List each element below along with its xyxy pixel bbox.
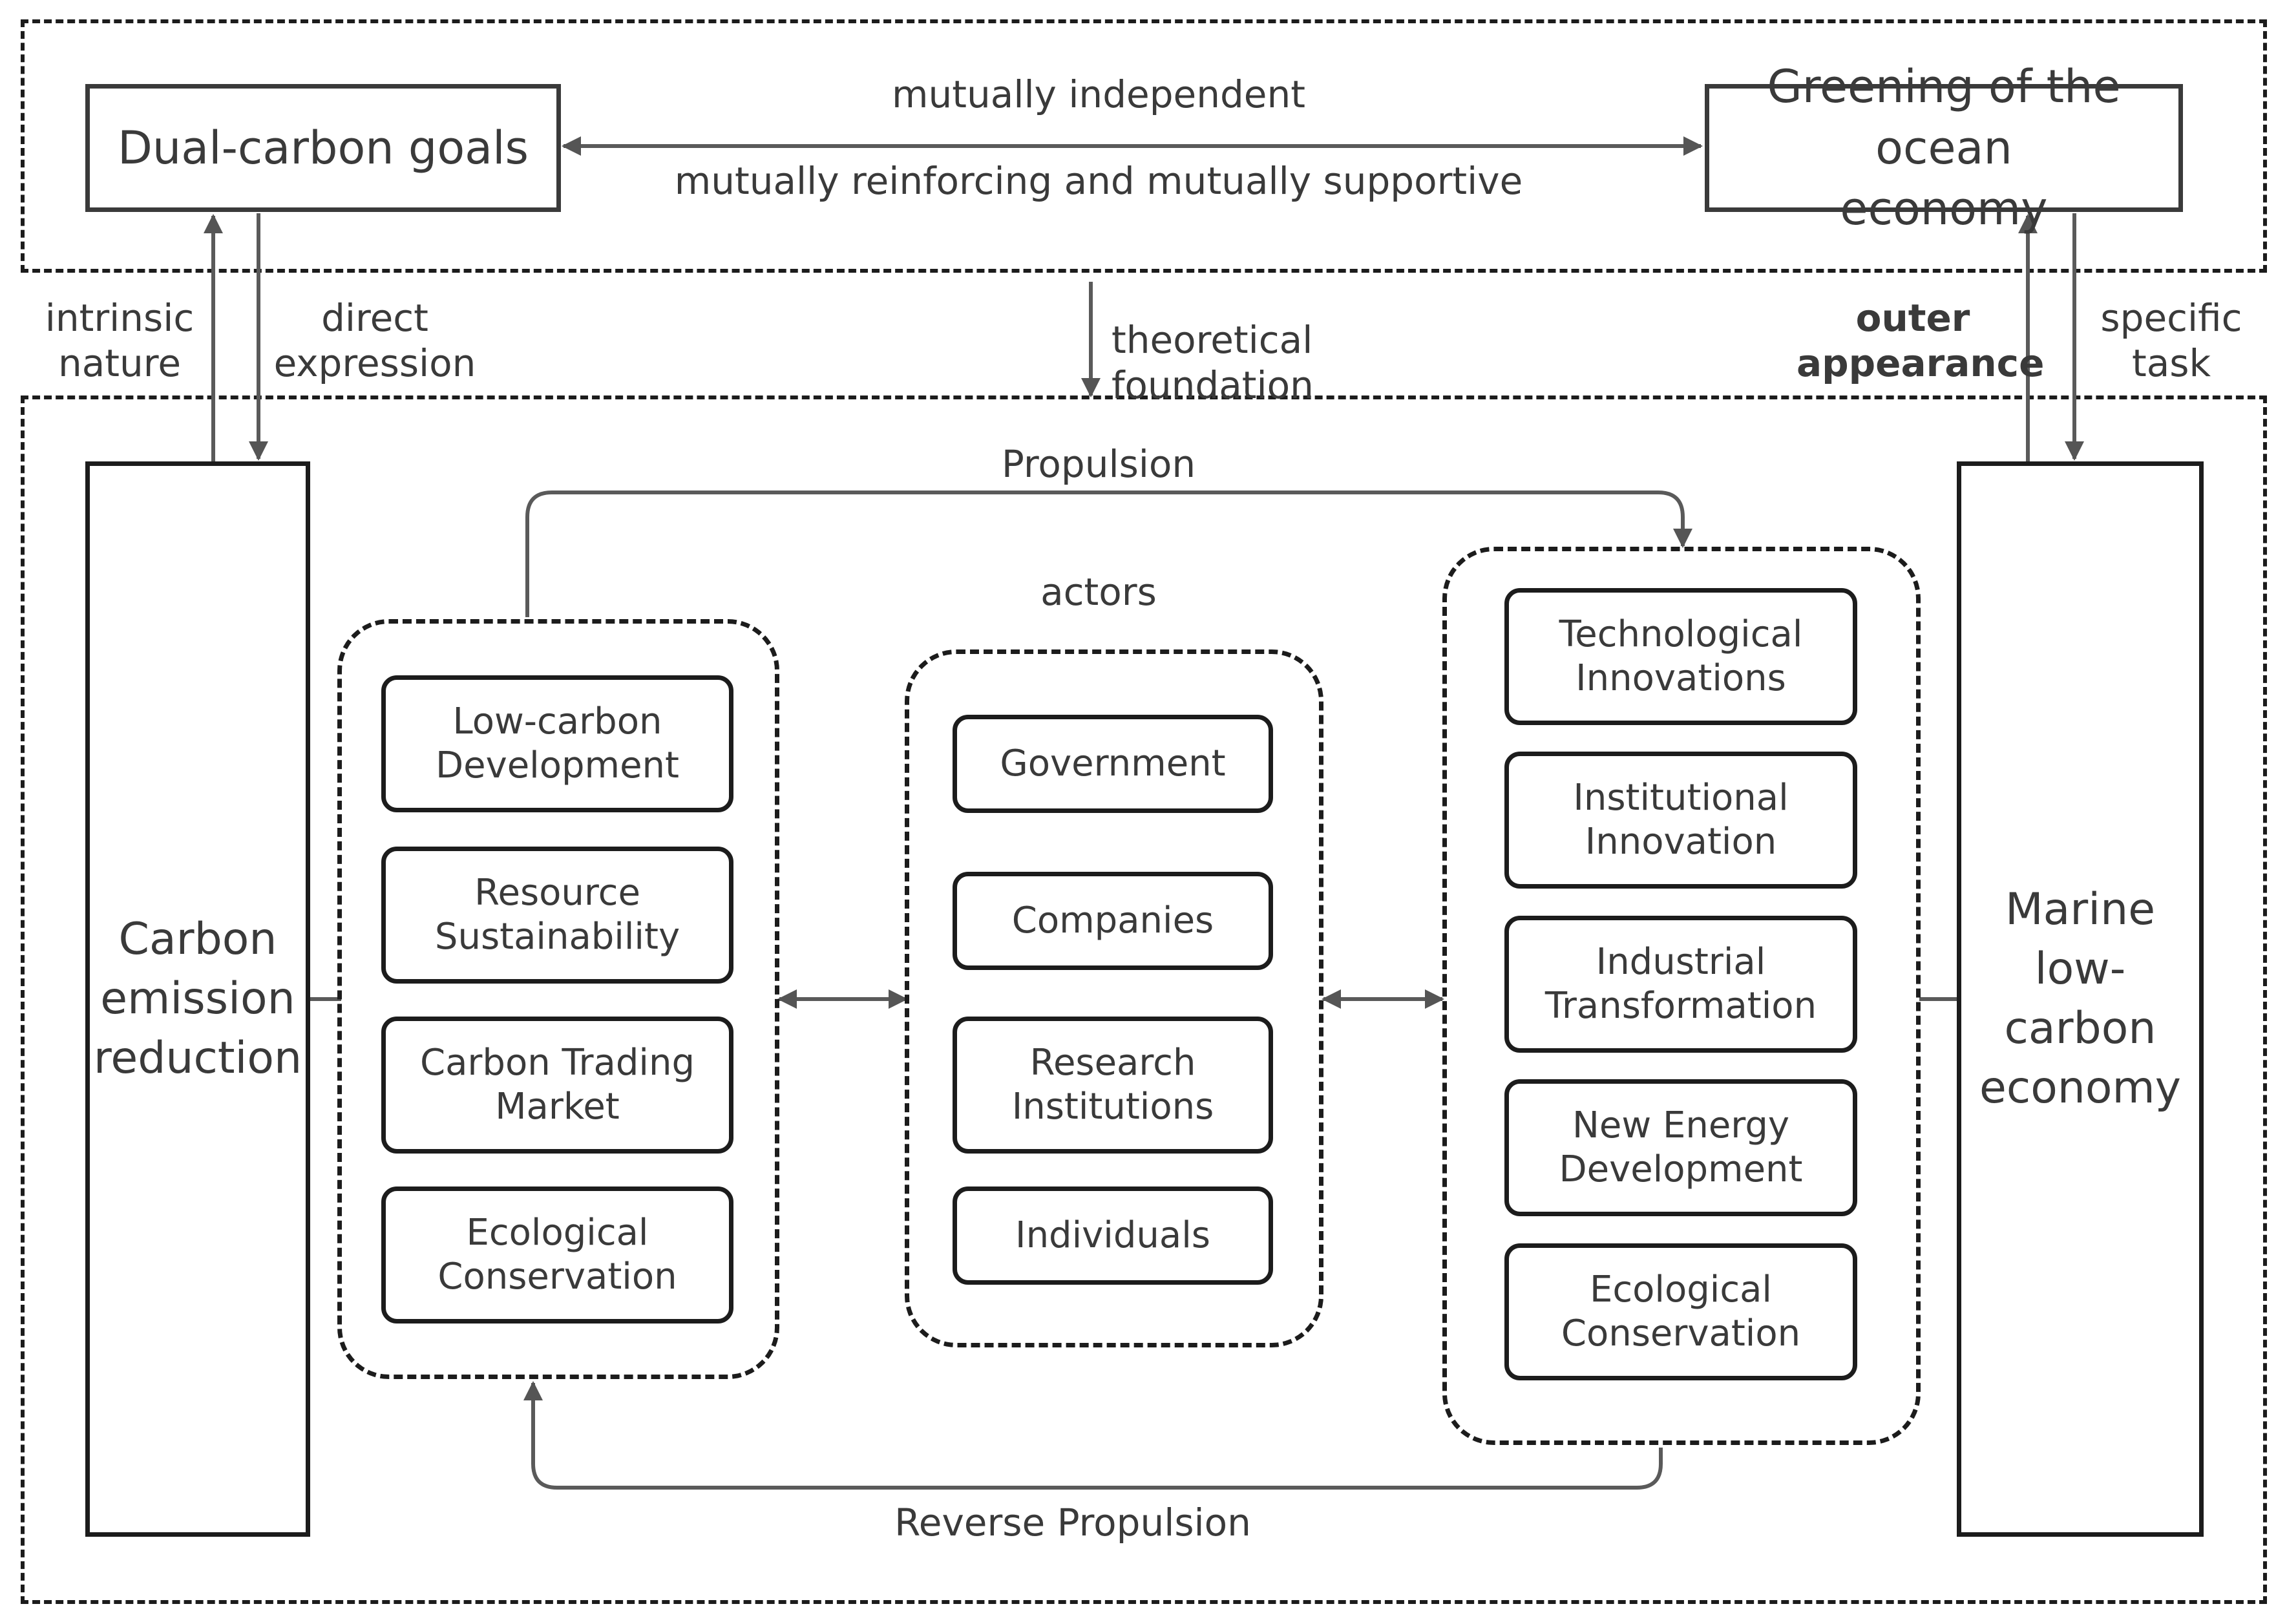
list-item: Industrial Transformation xyxy=(1504,916,1857,1053)
propulsion-arrow xyxy=(525,490,1692,617)
actors-title: actors xyxy=(1040,570,1157,614)
left-group xyxy=(337,619,779,1379)
list-item: Institutional Innovation xyxy=(1504,752,1857,889)
propulsion-label: Propulsion xyxy=(1001,442,1196,486)
carbon-emission-reduction-pillar: Carbon emission reduction xyxy=(85,461,310,1537)
relation-upper-label: mutually independent xyxy=(892,72,1305,116)
list-item: Companies xyxy=(953,872,1273,970)
list-item: Government xyxy=(953,715,1273,813)
list-item: Individuals xyxy=(953,1186,1273,1285)
outer-appearance-label: outer appearance xyxy=(1797,296,2045,385)
reverse-propulsion-label: Reverse Propulsion xyxy=(894,1501,1251,1545)
greening-ocean-economy-box: Greening of the ocean economy xyxy=(1705,60,2183,235)
marine-low-carbon-economy-pillar: Marine low-carbon economy xyxy=(1957,461,2204,1537)
bottom-frame xyxy=(21,395,2267,1604)
specific-task-label: specific task xyxy=(2100,296,2242,385)
list-item: Carbon Trading Market xyxy=(381,1017,733,1154)
reverse-propulsion-arrow xyxy=(523,1381,1663,1490)
top-frame xyxy=(21,19,2267,273)
actors-group xyxy=(905,649,1323,1347)
direct-expression-label: direct expression xyxy=(273,296,476,385)
list-item: Ecological Conservation xyxy=(1504,1243,1857,1380)
theoretical-foundation-label: theoretical foundation xyxy=(1112,318,1314,407)
list-item: Research Institutions xyxy=(953,1017,1273,1154)
list-item: Low-carbon Development xyxy=(381,675,733,812)
intrinsic-nature-label: intrinsic nature xyxy=(45,296,195,385)
list-item: Resource Sustainability xyxy=(381,847,733,984)
list-item: New Energy Development xyxy=(1504,1079,1857,1216)
list-item: Technological Innovations xyxy=(1504,588,1857,725)
list-item: Ecological Conservation xyxy=(381,1186,733,1323)
right-group xyxy=(1442,547,1921,1445)
relation-lower-label: mutually reinforcing and mutually suppor… xyxy=(674,159,1523,203)
dual-carbon-goals-box: Dual-carbon goals xyxy=(85,84,561,212)
